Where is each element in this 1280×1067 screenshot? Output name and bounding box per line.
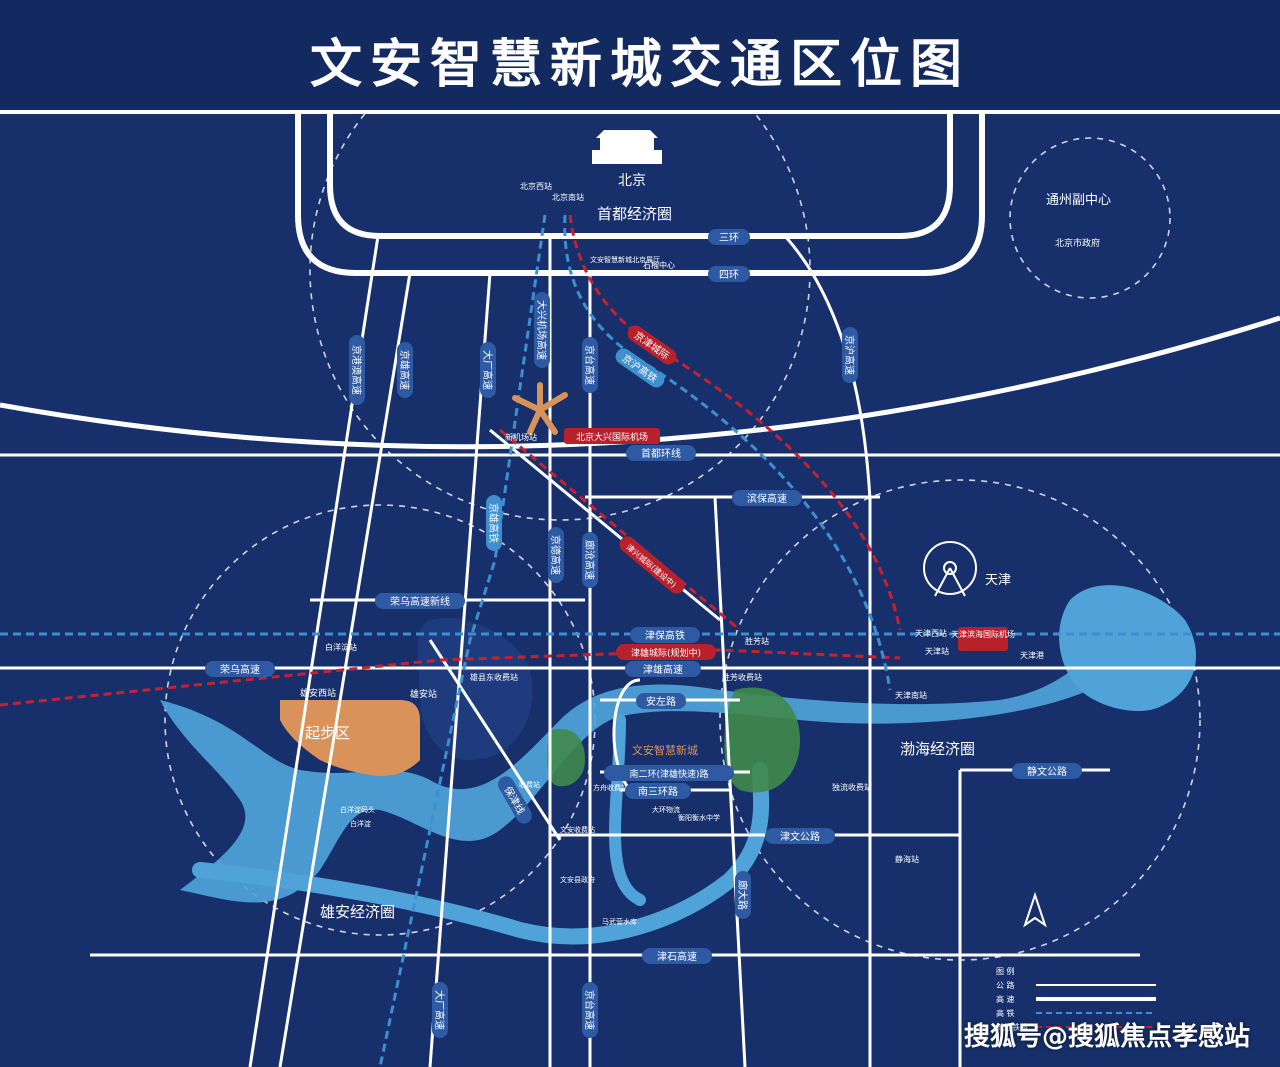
road-jingde: 京德高速 (549, 535, 562, 575)
label-tianjin: 天津 (985, 573, 1011, 588)
label-toll-station: 收费站 (519, 780, 540, 789)
label-tongzhou: 通州副中心 (1046, 193, 1111, 208)
label-beijing: 北京 (618, 173, 646, 189)
green-park-east (724, 687, 800, 793)
label-xiongxian-toll: 雄县东收费站 (470, 672, 518, 682)
rail-jinxing: 津兴城际(建设中) (624, 542, 678, 590)
beijing-gate-icon (592, 130, 662, 164)
road-grid (0, 235, 1280, 1067)
label-tj-station: 天津站 (925, 646, 949, 656)
label-bohai-circle: 渤海经济圈 (900, 740, 975, 758)
label-xiongan-station: 雄安站 (410, 688, 437, 700)
road-ring3: 三环 (719, 233, 739, 244)
label-xiongan-circle: 雄安经济圈 (320, 903, 395, 921)
road-daguang: 大厂高速 (481, 350, 494, 390)
road-dagong: 廊大路 (736, 880, 749, 910)
qibu-zone (280, 700, 420, 776)
label-qibu: 起步区 (305, 724, 350, 742)
road-jinwen: 津文公路 (780, 830, 820, 843)
label-logistics: 大环物流 (652, 805, 680, 814)
road-jinghu: 京沪高速 (843, 335, 856, 375)
watermark-text: 搜狐号@搜狐焦点孝感站 (963, 1022, 1250, 1052)
label-bydian-pier: 白洋淀码头 (340, 805, 375, 814)
road-jingxiong: 京雄高速 (398, 350, 411, 390)
legend-title: 图 例 (996, 966, 1015, 976)
label-bj-west-station: 北京西站 (520, 181, 552, 191)
map-title: 文安智慧新城交通区位图 (309, 35, 970, 95)
zones (280, 618, 800, 793)
label-wenan-toll: 文安收费站 (560, 825, 595, 834)
road-jinggangao: 京港澳高速 (350, 345, 363, 395)
compass-icon (1023, 891, 1047, 928)
road-jinxiong-exp: 津雄高速 (643, 663, 683, 676)
road-langcang: 廊沧高速 (583, 540, 596, 580)
road-capital-ring: 首都环线 (641, 447, 681, 460)
rail-jingxiong-hsr: 京雄高铁 (487, 503, 500, 543)
road-jingtai: 京台高速 (583, 345, 596, 385)
ferris-wheel-icon (923, 541, 977, 597)
legend-item-intercity: 城际铁路 (996, 1022, 1028, 1032)
header-bar (0, 0, 1280, 114)
label-bj-south-station: 北京南站 (552, 192, 584, 202)
label-duliu-toll: 独流收费站 (832, 782, 872, 792)
road-jingwen: 静文公路 (1027, 765, 1067, 778)
map-legend: 图 例 公 路 高 速 高 铁 城际铁路 (996, 966, 1164, 1044)
road-ring4: 四环 (719, 270, 739, 281)
road-binbao: 滨保高速 (747, 492, 787, 505)
label-shengfang-toll: 胜芳收费站 (722, 672, 762, 682)
label-tj-south: 天津南站 (895, 690, 927, 700)
label-tj-west: 天津西站 (915, 628, 947, 638)
label-reservoir: 马武营水库 (602, 917, 637, 926)
airport-icon (512, 382, 568, 435)
water-bodies (160, 585, 1197, 945)
label-capital-circle: 首都经济圈 (597, 205, 672, 223)
label-tj-port: 天津港 (1020, 650, 1044, 660)
label-shengfang: 胜芳站 (745, 636, 769, 646)
road-daxing-airport-exp: 大兴机场高速 (535, 300, 548, 360)
legend-item-hsr: 高 铁 (996, 1008, 1015, 1018)
legend-item-road: 公 路 (996, 980, 1015, 990)
tongzhou-circle-ring (1009, 137, 1171, 299)
label-school: 衡阳衡水中学 (678, 813, 720, 822)
rail-jinxiong: 津雄城际(规划中) (631, 647, 701, 659)
label-wenan-hall: 文安智慧新城北京展厅 (590, 255, 660, 264)
label-baiyangdian-station: 白洋淀站 (325, 642, 357, 652)
road-jinshi: 津石高速 (657, 950, 697, 963)
label-jinghai: 静海站 (895, 854, 919, 864)
green-park-west (547, 729, 585, 787)
road-jingtai-south: 京台高速 (583, 990, 596, 1030)
road-rongwu: 荣乌高速 (220, 663, 260, 676)
road-daguang-south: 大厂高速 (433, 990, 446, 1030)
road-rongwu-new: 荣乌高速新线 (390, 595, 450, 608)
road-south-ring2: 南二环(津雄快速)路 (629, 768, 708, 780)
label-fangzhou-toll: 方舟收费站 (593, 783, 628, 792)
rail-jinbao: 津保高铁 (645, 629, 685, 642)
road-anzuo: 安左路 (646, 695, 676, 708)
beijing-rings (295, 112, 985, 276)
label-wenan-gov: 文安县政府 (560, 875, 595, 884)
label-airport-station: 新机场站 (505, 432, 537, 442)
label-daxing-airport: 北京大兴国际机场 (576, 431, 648, 443)
legend-item-expressway: 高 速 (996, 994, 1015, 1004)
label-xiongan-west: 雄安西站 (300, 687, 336, 699)
label-bydian-lake: 白洋淀 (350, 819, 371, 828)
label-shiliu: 石榴中心 (643, 260, 675, 270)
label-wenan-city: 文安智慧新城 (632, 743, 698, 757)
label-tj-airport: 天津滨海国际机场 (951, 629, 1015, 639)
road-south-ring3: 南三环路 (638, 785, 678, 798)
label-bj-gov: 北京市政府 (1055, 237, 1100, 249)
